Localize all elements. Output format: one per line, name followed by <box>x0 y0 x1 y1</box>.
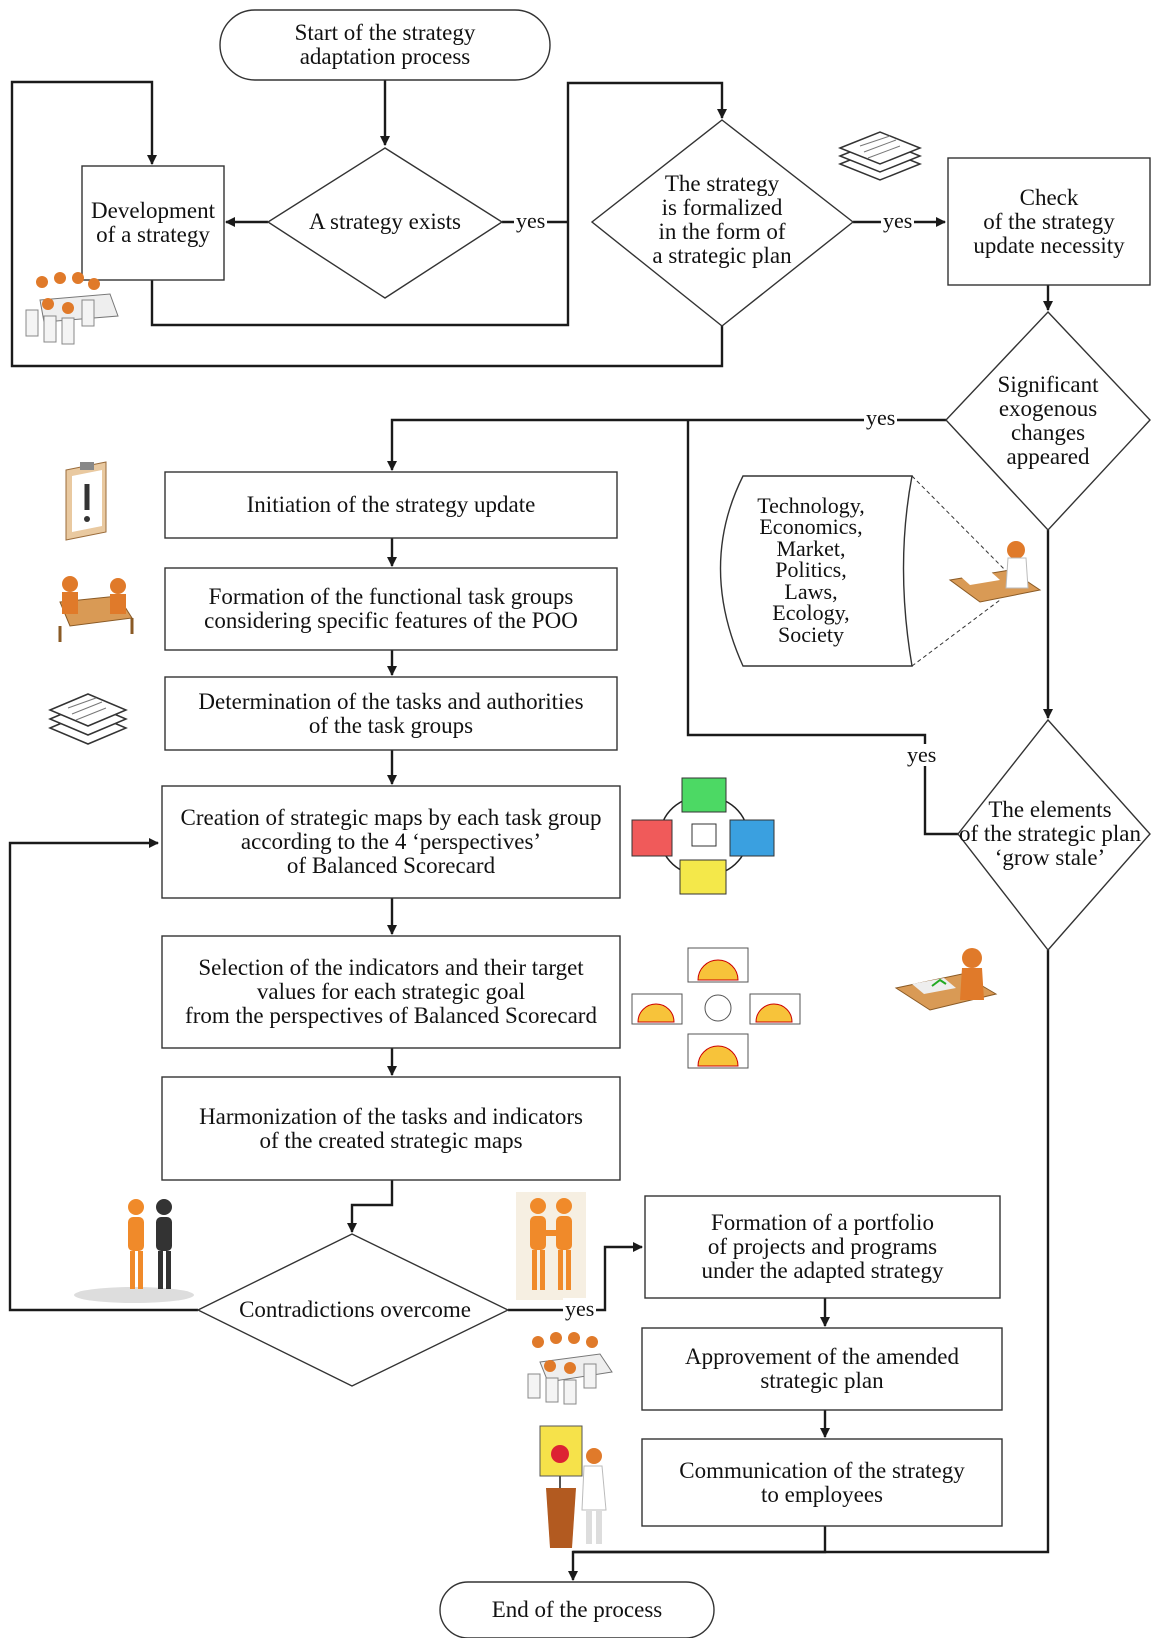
strategy-exists-diamond <box>266 147 504 299</box>
clipboard-warning-icon <box>65 461 107 541</box>
meeting-people-icon <box>25 272 119 345</box>
check-box <box>947 157 1151 286</box>
edge-stale-yes <box>686 420 958 836</box>
creation-maps-box <box>161 785 621 899</box>
communication-box <box>641 1438 1003 1527</box>
start-terminal <box>219 9 551 81</box>
contradictions-diamond <box>196 1233 510 1387</box>
edge-contradictions-yes <box>508 1242 643 1312</box>
bsc-gauges-icon <box>631 947 801 1069</box>
communication-node: Communication of the strategy to employe… <box>679 1457 965 1507</box>
selection-box <box>161 935 621 1049</box>
grow-stale-node: The elements of the strategic plan ‘grow… <box>958 797 1141 870</box>
creation-maps-node: Creation of strategic maps by each task … <box>180 805 602 878</box>
factors-node: Technology, Economics, Market, Politics,… <box>757 492 865 647</box>
determination-node: Determination of the tasks and authoriti… <box>198 688 584 738</box>
edge-significant-yes <box>387 418 946 471</box>
significant-diamond <box>945 310 1151 532</box>
end-terminal <box>439 1581 715 1638</box>
edge-formalized-no-loop <box>10 80 724 368</box>
approvement-node: Approvement of the amended strategic pla… <box>685 1344 959 1393</box>
initiation-node: Initiation of the strategy update <box>246 492 536 517</box>
factors-callout-lines <box>911 475 1011 667</box>
development-node: Development of a strategy <box>91 198 215 247</box>
yes-label-stale: yes <box>905 742 939 767</box>
document-stack-icon <box>837 131 923 181</box>
desk-worker-icon <box>948 541 1042 603</box>
document-stack-icon <box>48 693 128 745</box>
analyst-desk-icon <box>894 948 998 1011</box>
edge-contradictions-no-loop <box>8 838 198 1312</box>
formation-groups-box <box>164 567 618 651</box>
factors-shape <box>719 475 913 667</box>
significant-node: Significant exogenous changes appeared <box>997 372 1099 469</box>
development-box <box>81 165 225 281</box>
selection-node: Selection of the indicators and their ta… <box>185 955 597 1028</box>
two-people-icon <box>74 1199 194 1303</box>
formation-groups-node: Formation of the functional task groups … <box>204 584 578 633</box>
formalized-diamond <box>590 119 855 327</box>
determination-box <box>164 676 618 751</box>
portfolio-node: Formation of a portfolio of projects and… <box>701 1210 944 1283</box>
task-group-icon <box>58 576 134 642</box>
initiation-box <box>164 471 618 539</box>
check-node: Check of the strategy update necessity <box>973 184 1125 258</box>
harmonization-node: Harmonization of the tasks and indicator… <box>199 1103 583 1153</box>
yes-label-contradictions: yes <box>563 1296 597 1321</box>
bsc-map-icon <box>631 777 775 895</box>
board-meeting-icon <box>527 1332 613 1405</box>
yes-label-formalized: yes <box>881 208 915 233</box>
yes-label-significant: yes <box>864 405 898 430</box>
contradictions-node: Contradictions overcome <box>239 1297 471 1322</box>
handshake-icon <box>516 1192 586 1300</box>
end-node: End of the process <box>491 1597 663 1622</box>
yes-label-exists: yes <box>514 208 548 233</box>
start-node: Start of the strategy adaptation process <box>294 20 476 69</box>
portfolio-box <box>644 1195 1001 1299</box>
edge-development-to-formalized <box>150 81 727 327</box>
edge-communication-to-end <box>573 1526 827 1554</box>
formalized-node: The strategy is formalized in the form o… <box>652 171 792 268</box>
edge-harmonization-to-contradictions <box>347 1180 394 1233</box>
grow-stale-diamond <box>957 718 1151 952</box>
harmonization-box <box>161 1076 621 1181</box>
approvement-box <box>641 1327 1003 1411</box>
presenter-icon <box>539 1425 607 1548</box>
strategy-exists-node: A strategy exists <box>308 209 462 234</box>
